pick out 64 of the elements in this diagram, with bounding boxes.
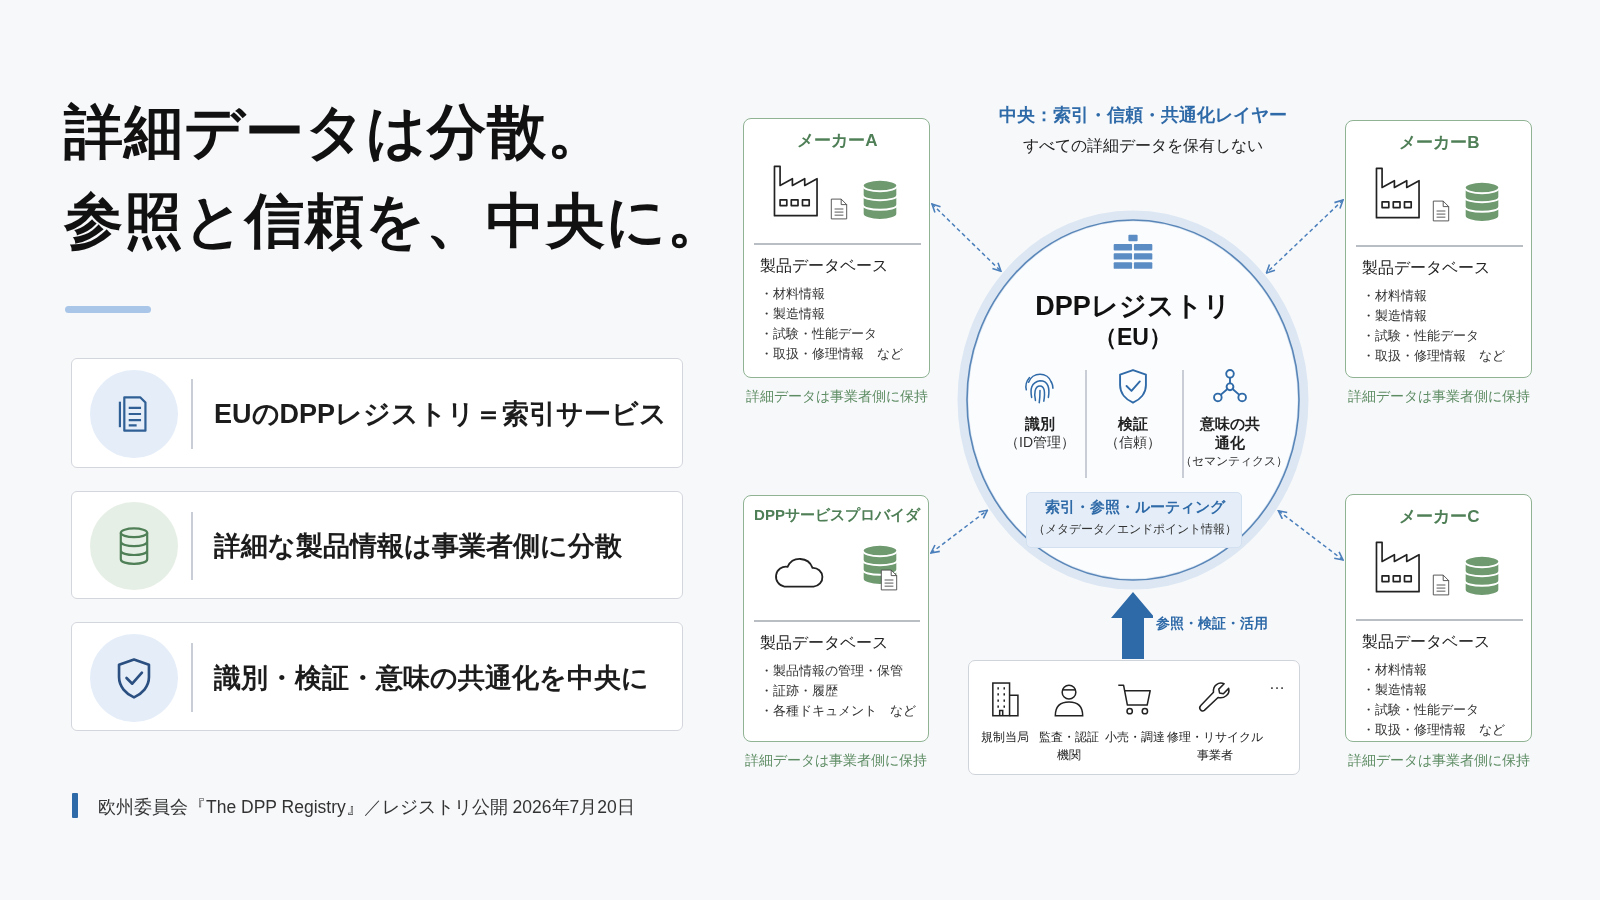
box-caption: 詳細データは事業者側に保持 <box>744 752 928 770</box>
registry-title: （EU） <box>1093 323 1173 352</box>
list-item: ・製造情報 <box>760 305 826 323</box>
registry-title: DPPレジストリ <box>1034 290 1232 323</box>
layer-heading: 中央：索引・信頼・共通化レイヤー <box>998 104 1288 127</box>
dashed-arrow <box>930 509 989 554</box>
list-item: ・取扱・修理情報 など <box>1362 347 1506 365</box>
list-item: ・製造情報 <box>1362 681 1428 699</box>
list-item: ・材料情報 <box>760 285 826 303</box>
list-item: ・取扱・修理情報 など <box>760 345 904 363</box>
function-note: （ID管理） <box>1004 434 1076 452</box>
user-label: 監査・認証機関 <box>1038 729 1100 764</box>
user-box <box>968 660 1300 775</box>
list-item: ・各種ドキュメント など <box>760 702 917 720</box>
company-box <box>1345 120 1532 378</box>
dashed-arrow <box>1265 199 1344 274</box>
box-heading: メーカーA <box>796 130 879 152</box>
function-note: （セマンティクス） <box>1180 454 1280 469</box>
box-caption: 詳細データは事業者側に保持 <box>1346 752 1531 770</box>
list-item: ・製造情報 <box>1362 307 1428 325</box>
dashed-arrow <box>1277 509 1344 561</box>
source-note: 欧州委員会『The DPP Registry』／レジストリ公開 2026年7月20日 <box>98 796 636 819</box>
routing-note: （メタデータ／エンドポイント情報） <box>1032 522 1238 537</box>
list-item: ・取扱・修理情報 など <box>1362 721 1506 739</box>
list-item: ・試験・性能データ <box>1362 701 1480 719</box>
function-note: （信頼） <box>1104 434 1162 452</box>
user-label: 修理・リサイクル事業者 <box>1166 729 1264 764</box>
list-item: ・材料情報 <box>1362 287 1428 305</box>
company-box <box>1345 494 1532 742</box>
routing-box <box>1026 492 1242 548</box>
user-label: 規制当局 <box>980 729 1030 746</box>
list-item: ・試験・性能データ <box>760 325 878 343</box>
list-heading: 製品データベース <box>1362 258 1491 278</box>
function-label: 識別 <box>1024 414 1056 433</box>
box-caption: 詳細データは事業者側に保持 <box>744 388 929 406</box>
box-heading: DPPサービスプロバイダ <box>753 506 922 525</box>
list-item: ・試験・性能データ <box>1362 327 1480 345</box>
box-caption: 詳細データは事業者側に保持 <box>1346 388 1531 406</box>
info-card <box>71 358 683 468</box>
info-card <box>71 622 683 731</box>
card-text: 詳細な製品情報は事業者側に分散 <box>214 530 623 563</box>
function-label: 検証 <box>1117 414 1149 433</box>
block-arrow <box>1111 592 1155 659</box>
info-card <box>71 491 683 599</box>
card-text: 識別・検証・意味の共通化を中央に <box>214 661 650 695</box>
list-heading: 製品データベース <box>760 633 889 653</box>
title: 詳細データは分散。参照と信頼を、中央に。 <box>64 98 727 256</box>
card-text: EUのDPPレジストリ＝索引サービス <box>214 398 669 431</box>
list-heading: 製品データベース <box>1362 632 1491 652</box>
company-box <box>743 495 929 742</box>
list-heading: 製品データベース <box>760 256 889 276</box>
dashed-arrow <box>931 203 1002 273</box>
box-heading: メーカーC <box>1398 506 1481 528</box>
company-box <box>743 118 930 378</box>
routing-title: 索引・参照・ルーティング <box>1044 498 1227 517</box>
list-item: ・製品情報の管理・保管 <box>760 662 904 680</box>
list-item: ・証跡・履歴 <box>760 682 839 700</box>
user-label: 小売・調達 <box>1104 729 1166 746</box>
registry-circle <box>957 210 1309 590</box>
box-heading: メーカーB <box>1398 132 1481 154</box>
layer-note: すべての詳細データを保有しない <box>1022 136 1264 156</box>
function-label: 意味の共通化 <box>1198 414 1261 452</box>
more-mark: … <box>1268 675 1286 693</box>
list-item: ・材料情報 <box>1362 661 1428 679</box>
